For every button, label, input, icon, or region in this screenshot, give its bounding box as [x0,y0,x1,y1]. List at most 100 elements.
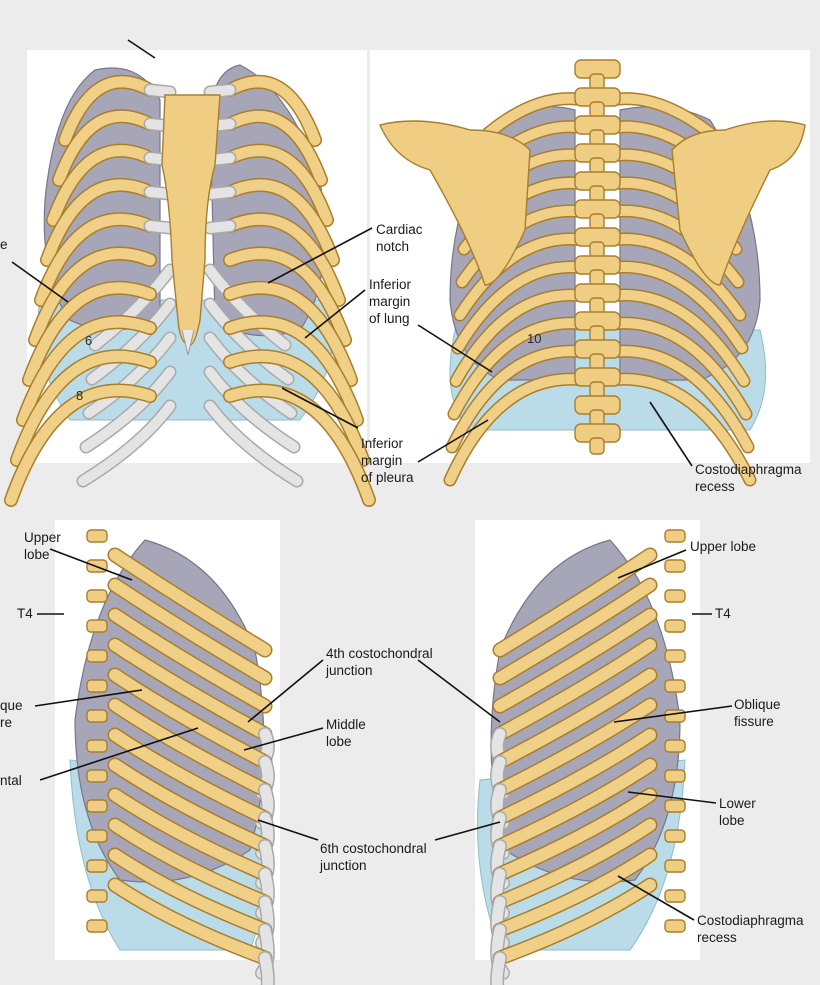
right-scapula [671,120,806,286]
right-lateral-rib-1 [492,547,658,658]
anterior-ribs [4,74,376,507]
leader-pleura-posterior [417,419,489,463]
leader-left-edge [11,261,69,303]
left-lateral-rib-1 [107,547,273,658]
label-middle-lobe: Middle lobe [326,717,366,749]
vertebra-2 [574,87,621,119]
left-lateral-rib-vertebra-11 [86,829,108,843]
label-t4-right: T4 [715,606,731,621]
vertebra-10 [574,311,621,343]
vertebral-column [574,59,621,455]
left-lateral-rib-vertebra-14 [86,919,108,933]
left-scapula [379,120,531,286]
left-lateral-rib-vertebra-5 [86,649,108,663]
leader-upper-lobe-right [617,549,687,579]
vertebra-1 [574,59,621,91]
anterior-rib-left-6 [28,246,177,352]
label-rib-8: 8 [76,388,84,403]
left-lateral-rib-12 [107,877,275,985]
label-upper-lobe-right: Upper lobe [690,539,757,554]
label-oblique-fissure-left-cut: que re [0,698,23,730]
leader-top-cut [127,39,156,59]
right-lateral-rib-vertebra-8 [664,739,686,753]
left-lateral-rib-3 [107,607,273,714]
left-lateral-rib-vertebra-13 [86,889,108,903]
label-costodiaphragmatic-recess-posterior: Costodiaphragma recess [695,462,802,494]
anterior-rib-right-5 [203,212,346,307]
anterior-rib-right-8 [203,315,364,427]
label-6th-costochondral-junction: 6th costochondral junction [320,841,427,873]
left-lateral-rib-vertebra-1 [86,529,108,543]
label-rib-6: 6 [85,333,93,348]
label-cardiac-notch: Cardiac notch [376,222,423,254]
label-inferior-margin-of-pleura: Inferior margin of pleura [361,436,414,485]
left-lateral-view-drawing [69,529,275,985]
leader-6th-junction-left [257,819,319,841]
leader-lines [11,39,733,921]
posterior-rib-right-7 [603,260,749,355]
leader-inferior-margin-lung [304,289,366,339]
posterior-rib-left-11 [443,372,592,487]
right-lateral-rib-vertebra-6 [664,679,686,693]
posterior-view-drawing [379,59,806,487]
posterior-rib-right-10 [603,344,755,454]
right-lateral-rib-vertebra-12 [664,859,686,873]
leader-costodiaphragmatic-right [617,875,695,921]
anterior-rib-right-10 [203,383,376,507]
leader-inferior-margin-pleura [281,387,359,429]
right-lateral-view-drawing [477,529,686,985]
left-lateral-rib-vertebra-6 [86,679,108,693]
vertebra-14 [574,423,621,455]
vertebra-6 [574,199,621,231]
leader-horizontal-left [39,727,199,781]
leader-upper-lobe-left [49,548,133,581]
right-lateral-rib-vertebra-10 [664,799,686,813]
vertebra-9 [574,283,621,315]
right-lateral-rib-vertebra-9 [664,769,686,783]
posterior-rib-left-9 [447,316,592,421]
leader-4th-junction-right [417,659,501,723]
label-upper-lobe-left: Upper lobe [24,530,61,562]
left-lateral-rib-2 [107,577,273,686]
posterior-rib-left-7 [451,260,592,355]
vertebra-4 [574,143,621,175]
anterior-view-drawing [4,64,376,507]
right-lateral-rib-12 [490,877,658,985]
right-lateral-rib-vertebra-2 [664,559,686,573]
right-lateral-rib-vertebra-7 [664,709,686,723]
posterior-rib-left-6 [453,232,592,322]
left-lateral-rib-vertebra-7 [86,709,108,723]
leader-costodiaphragmatic-posterior [649,401,693,467]
left-lateral-rib-vertebra-4 [86,619,108,633]
right-lateral-rib-vertebra-11 [664,829,686,843]
label-inferior-margin-of-lung: Inferior margin of lung [369,277,412,326]
right-lateral-rib-2 [492,577,658,686]
left-lateral-rib-vertebra-12 [86,859,108,873]
posterior-rib-left-8 [449,288,592,388]
anterior-rib-right-4 [203,177,340,267]
vertebra-3 [574,115,621,147]
leader-cardiac-notch [267,227,373,284]
anterior-rib-right-1 [203,74,322,147]
left-lateral-rib-vertebra-8 [86,739,108,753]
anterior-rib-right-6 [203,246,352,352]
label-oblique-fissure-right: Oblique fissure [734,697,781,729]
left-lateral-ribs [86,529,275,985]
leader-lower-lobe [627,791,717,804]
posterior-rib-left-10 [445,344,592,454]
right-lateral-rib-vertebra-3 [664,589,686,603]
right-lateral-rib-3 [492,607,658,714]
vertebra-8 [574,255,621,287]
left-lateral-rib-vertebra-9 [86,769,108,783]
right-lateral-rib-vertebra-5 [664,649,686,663]
posterior-rib-right-6 [603,232,747,322]
xiphoid-process [181,329,195,356]
posterior-rib-right-11 [603,372,757,487]
posterior-rib-right-9 [603,316,753,421]
leader-lung-posterior [417,324,493,373]
anterior-rib-left-9 [10,349,177,467]
vertebra-11 [574,339,621,371]
leader-6th-junction-right [434,821,501,841]
vertebra-12 [574,367,621,399]
